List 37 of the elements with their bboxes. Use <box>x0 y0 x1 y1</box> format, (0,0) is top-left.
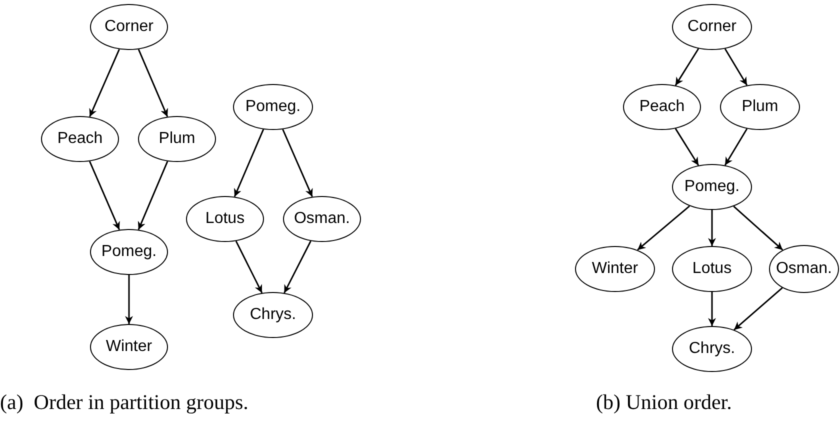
arrow <box>724 128 748 166</box>
arrow <box>89 48 120 118</box>
arrow <box>733 206 784 251</box>
arrow <box>708 210 716 246</box>
arrow <box>734 287 783 330</box>
ellipse-node: Chrys. <box>233 292 313 338</box>
ellipse-node: Winter <box>575 246 655 292</box>
arrow <box>674 48 700 86</box>
arrow <box>282 129 313 198</box>
ellipse-node: Chrys. <box>672 326 752 372</box>
arrow <box>708 292 716 326</box>
ellipse-node: Corner <box>90 4 168 50</box>
arrow <box>235 240 263 294</box>
arrow <box>138 161 168 230</box>
ellipse-node: Lotus <box>186 196 264 242</box>
figure-caption: (a) Order in partition groups. <box>0 390 248 415</box>
ellipse-node: Peach <box>41 116 119 162</box>
arrow <box>234 129 264 197</box>
arrow <box>138 49 168 117</box>
ellipse-node: Corner <box>672 4 752 50</box>
ellipse-node: Plum <box>138 116 216 162</box>
ellipse-node: Pomeg. <box>672 164 752 210</box>
ellipse-node: Lotus <box>672 246 752 292</box>
ellipse-node: Osman. <box>769 245 839 293</box>
ellipse-node: Pomeg. <box>233 84 313 130</box>
ellipse-node: Plum <box>720 84 800 130</box>
arrow <box>637 205 690 251</box>
arrow <box>88 160 120 230</box>
arrow <box>284 240 312 294</box>
ellipse-node: Winter <box>90 324 168 370</box>
arrow <box>724 48 748 86</box>
figure-caption: (b) Union order. <box>596 390 732 415</box>
ellipse-node: Pomeg. <box>90 229 168 275</box>
ellipse-node: Peach <box>623 84 701 130</box>
arrow <box>674 128 700 166</box>
arrow <box>125 275 133 324</box>
ellipse-node: Osman. <box>283 196 361 242</box>
